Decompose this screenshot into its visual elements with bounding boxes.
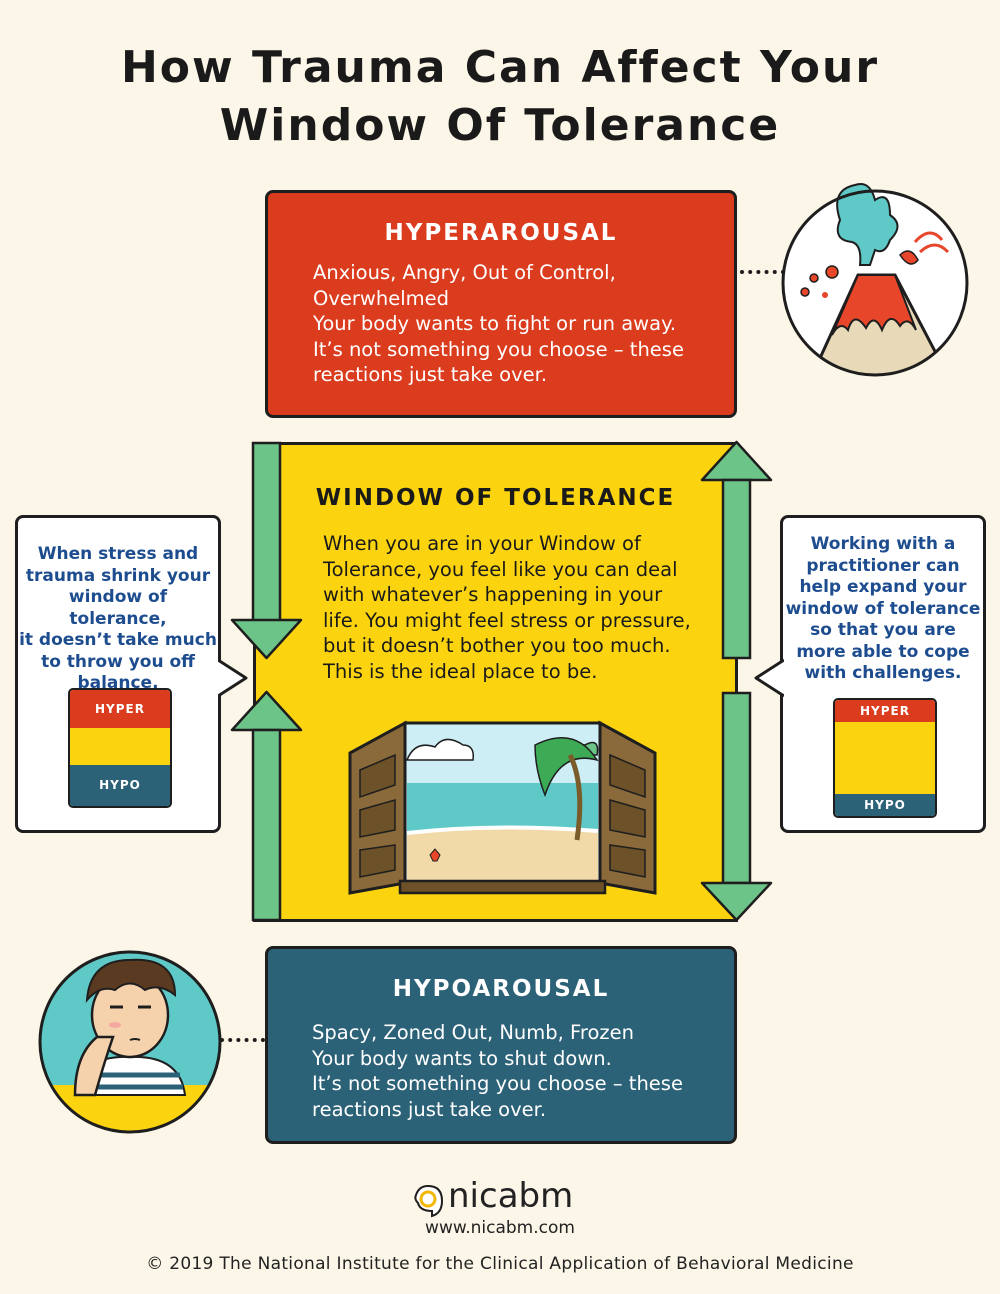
page-title-line-2: Window Of Tolerance <box>219 100 781 151</box>
left-mini-hypo: HYPO <box>70 765 170 806</box>
copyright-notice: © 2019 The National Institute for the Cl… <box>146 1254 854 1274</box>
hypoarousal-box: HYPOAROUSAL Spacy, Zoned Out, Numb, Froz… <box>265 946 737 1144</box>
left-note-box: When stress and trauma shrink your windo… <box>15 515 221 833</box>
shrink-arrows <box>230 441 303 922</box>
hyperarousal-text: Anxious, Angry, Out of Control, Overwhel… <box>313 261 684 386</box>
window-heading: WINDOW OF TOLERANCE <box>315 485 676 511</box>
page-title-line-1: How Trauma Can Affect Your <box>120 42 880 93</box>
connector-dots-bottom <box>220 1038 265 1042</box>
website-link[interactable]: www.nicabm.com <box>425 1218 575 1238</box>
right-note-box: Working with a practitioner can help exp… <box>780 515 986 833</box>
right-mini-hyper: HYPER <box>835 700 935 722</box>
left-note-text: When stress and trauma shrink your windo… <box>19 544 217 693</box>
hypoarousal-heading: HYPOAROUSAL <box>392 976 610 1002</box>
right-note-pointer <box>754 658 784 698</box>
nicabm-logo[interactable]: nicabm <box>410 1176 610 1220</box>
beach-window-icon <box>348 720 657 895</box>
right-mini-hypo: HYPO <box>835 794 935 816</box>
right-note-text: Working with a practitioner can help exp… <box>785 534 981 683</box>
bored-person-icon <box>38 950 222 1134</box>
hypoarousal-text: Spacy, Zoned Out, Numb, Frozen Your body… <box>312 1021 683 1121</box>
volcano-icon <box>781 183 969 377</box>
left-mini-window-diagram: HYPER HYPO <box>68 688 172 808</box>
right-mini-window-diagram: HYPER HYPO <box>833 698 937 818</box>
nicabm-logo-text: nicabm <box>448 1176 574 1216</box>
left-mini-window <box>70 728 170 765</box>
left-mini-hyper: HYPER <box>70 690 170 728</box>
right-mini-window <box>835 722 935 794</box>
hyperarousal-box: HYPERAROUSAL Anxious, Angry, Out of Cont… <box>265 190 737 418</box>
left-note-pointer <box>218 658 248 698</box>
hyperarousal-heading: HYPERAROUSAL <box>384 220 618 246</box>
window-text: When you are in your Window of Tolerance… <box>323 532 691 683</box>
nicabm-logo-icon <box>414 1184 444 1218</box>
connector-dots-top <box>740 270 785 274</box>
expand-arrows <box>700 440 773 922</box>
